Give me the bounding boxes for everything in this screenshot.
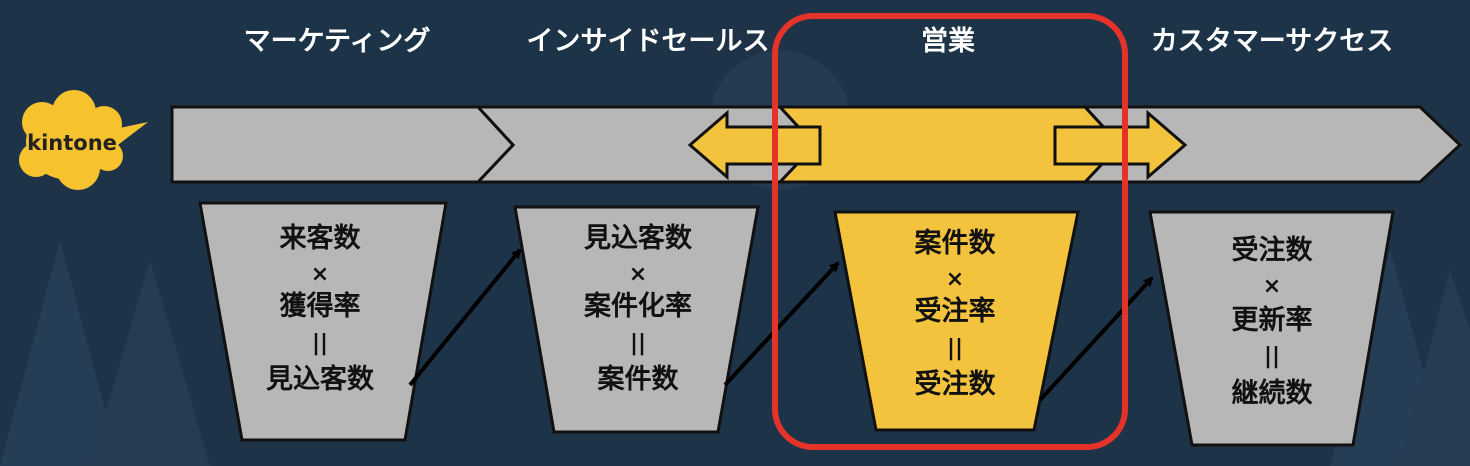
funnel-2-line-3: 案件化率 <box>583 290 692 322</box>
funnel-4-line-2: × <box>1263 274 1281 299</box>
process-band <box>170 105 1463 184</box>
chevron-marketing <box>170 105 516 184</box>
funnel-2-line-1: 見込客数 <box>584 222 693 254</box>
connectors <box>408 248 1154 402</box>
funnel-2-line-2: × <box>629 262 647 287</box>
logo-text: kintone <box>27 131 117 155</box>
funnel-3-line-2: × <box>946 267 964 292</box>
funnel-2: 見込客数 × 案件化率 || 案件数 <box>513 205 760 434</box>
funnel-4: 受注数 × 更新率 || 継続数 <box>1148 210 1395 447</box>
funnel-1-line-1: 来客数 <box>280 222 362 254</box>
funnel-3: 案件数 × 受注率 || 受注数 <box>833 210 1080 432</box>
funnel-1-line-3: 獲得率 <box>280 290 361 322</box>
funnel-4-line-1: 受注数 <box>1232 234 1314 266</box>
stage-label-sales: 営業 <box>921 25 975 57</box>
funnel-3-line-1: 案件数 <box>914 227 997 259</box>
funnel-4-line-4: || <box>1264 344 1280 369</box>
right-handoff-arrow <box>1053 109 1188 181</box>
funnel-1-line-4: || <box>312 331 328 356</box>
sales-focus-frame <box>772 13 1128 450</box>
stage-label-customer-success: カスタマーサクセス <box>1151 26 1393 57</box>
kintone-logo: kintone <box>19 90 148 190</box>
funnel-4-line-5: 継続数 <box>1232 377 1314 409</box>
left-handoff-arrow <box>687 109 822 181</box>
funnel-3-line-5: 受注数 <box>915 368 997 400</box>
connector-arrow-3 <box>1038 276 1154 402</box>
stage-labels: マーケティング インサイドセールス 営業 カスタマーサクセス <box>244 25 1394 57</box>
connector-arrow-2 <box>723 261 840 387</box>
funnel-1-line-5: 見込客数 <box>266 363 375 395</box>
connector-arrow-1 <box>408 248 522 387</box>
funnel-2-line-4: || <box>630 331 646 356</box>
funnel-3-line-4: || <box>947 336 963 361</box>
stage-label-marketing: マーケティング <box>244 25 431 57</box>
funnel-3-line-3: 受注率 <box>915 295 996 327</box>
funnel-1-line-2: × <box>311 262 329 287</box>
funnel-4-line-3: 更新率 <box>1232 304 1313 336</box>
stage-label-inside-sales: インサイドセールス <box>527 26 770 57</box>
funnel-2-line-5: 案件数 <box>597 363 680 395</box>
funnel-1: 来客数 × 獲得率 || 見込客数 <box>198 201 448 442</box>
